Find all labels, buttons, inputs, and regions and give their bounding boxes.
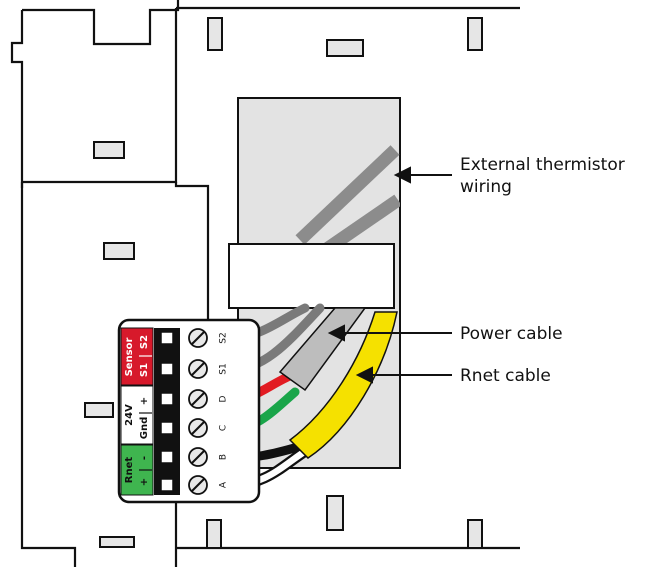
power24v-gnd-label: Gnd <box>139 417 150 440</box>
svg-text:24V: 24V <box>124 404 135 426</box>
terminal-letter-group: A <box>219 481 229 488</box>
rnet-arrowhead <box>355 366 373 384</box>
thermistor-label-line1: External thermistor <box>460 155 625 175</box>
callouts <box>327 166 452 384</box>
terminal-socket <box>160 362 174 376</box>
terminal-letter-group: D <box>219 395 229 402</box>
terminal-letter: S2 <box>219 332 229 343</box>
sensor-group-title: Sensor <box>124 338 135 377</box>
terminal-letter: S1 <box>219 363 229 374</box>
slot <box>103 242 135 260</box>
rnet-plus-label: + <box>139 478 150 486</box>
rnet-cable-label: Rnet cable <box>460 366 551 386</box>
svg-text:Sensor: Sensor <box>124 338 135 377</box>
terminal-letter: D <box>219 395 229 402</box>
sensor-s1-label: S1 <box>139 363 150 377</box>
rnet-minus-label: - <box>139 456 150 460</box>
power-arrowhead <box>327 324 345 342</box>
slot <box>84 402 114 418</box>
svg-text:S2: S2 <box>139 335 150 349</box>
sensor-group-bg <box>120 327 154 386</box>
screw-slot <box>191 362 205 376</box>
connector-strip <box>154 328 180 495</box>
terminal-letter-group: S1 <box>219 363 229 374</box>
sensor-s2-label: S2 <box>139 335 150 349</box>
slot <box>93 141 125 159</box>
terminal-letter: B <box>219 454 229 460</box>
slot <box>326 495 344 531</box>
power-cable-label: Power cable <box>460 324 563 344</box>
slot <box>99 536 135 548</box>
terminal-socket <box>160 392 174 406</box>
slot <box>207 17 223 51</box>
screw-slot <box>191 331 205 345</box>
thermistor-label-line2: wiring <box>460 177 512 197</box>
terminal-socket <box>160 421 174 435</box>
terminal-letter: C <box>219 425 229 431</box>
svg-text:+: + <box>139 478 150 486</box>
wire-channel <box>228 243 395 309</box>
slot <box>467 17 483 51</box>
terminal-block: Sensor S1 S2 24V Gnd + Rnet + - <box>117 318 261 504</box>
slot <box>467 519 483 549</box>
callout-labels: External thermistor wiring Power cable R… <box>460 155 625 386</box>
thermistor-arrowhead <box>393 166 411 184</box>
slot <box>206 519 222 549</box>
power24v-group-bg <box>120 385 154 445</box>
screw-slot <box>191 478 205 492</box>
rnet-cable <box>288 311 398 459</box>
svg-text:-: - <box>139 456 150 460</box>
svg-text:Gnd: Gnd <box>139 417 150 440</box>
terminal-screws <box>188 328 208 495</box>
connector-sockets <box>160 331 174 492</box>
rnet-group-title: Rnet <box>124 457 135 484</box>
screw-slot <box>191 450 205 464</box>
terminal-letter-group: S2 <box>219 332 229 343</box>
svg-text:Rnet: Rnet <box>124 457 135 484</box>
power24v-group-title: 24V <box>124 404 135 426</box>
terminal-letter-group: C <box>219 425 229 431</box>
mounting-slots <box>84 17 483 549</box>
svg-text:S1: S1 <box>139 363 150 377</box>
terminal-socket <box>160 450 174 464</box>
power24v-plus-label: + <box>139 397 150 405</box>
screw-slot <box>191 392 205 406</box>
terminal-letter-group: B <box>219 454 229 460</box>
slot <box>326 39 364 57</box>
terminal-socket <box>160 478 174 492</box>
screw-slot <box>191 421 205 435</box>
terminal-letter: A <box>219 481 229 488</box>
terminal-socket <box>160 331 174 345</box>
svg-text:+: + <box>139 397 150 405</box>
